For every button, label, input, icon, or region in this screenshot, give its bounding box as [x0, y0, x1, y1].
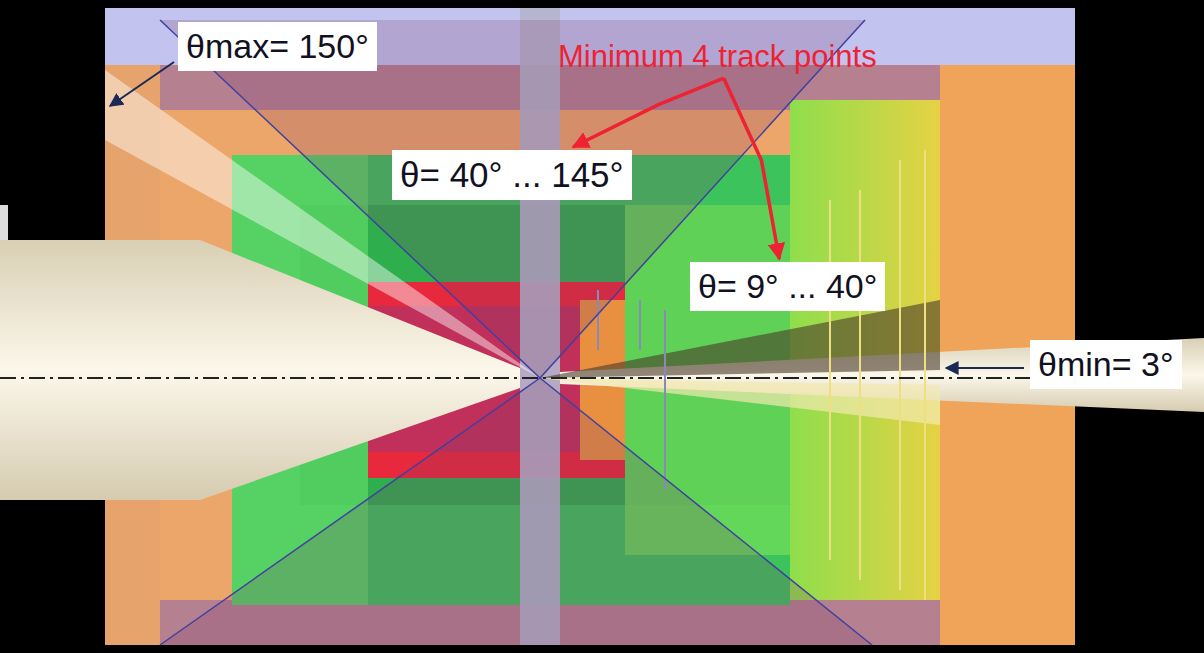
beam-axis	[0, 377, 1040, 379]
tracker-discs	[598, 290, 665, 490]
label-text: θ= 9° ... 40°	[698, 266, 877, 307]
label-text: θmax= 150°	[186, 26, 369, 67]
pointer-arrow	[724, 78, 780, 259]
beam-pipe-rear	[0, 240, 520, 500]
theta-min-cone-lower	[540, 378, 940, 425]
pointer-arrow	[573, 78, 724, 147]
label-text: θmin= 3°	[1038, 344, 1174, 385]
leader-arrow	[110, 62, 174, 106]
angle-label-box: θmax= 150°	[178, 22, 377, 71]
angle-label-box: θ= 9° ... 40°	[690, 262, 885, 311]
angle-label-box: θmin= 3°	[1030, 340, 1182, 389]
leader-arrow	[946, 367, 1024, 369]
annotation-text: Minimum 4 track points	[558, 38, 877, 75]
label-text: θ= 40° ... 145°	[400, 154, 624, 196]
angle-label-box: θ= 40° ... 145°	[392, 150, 632, 200]
acceptance-lines	[160, 20, 872, 645]
label-text: Minimum 4 track points	[558, 38, 877, 75]
forward-planes	[830, 150, 925, 600]
